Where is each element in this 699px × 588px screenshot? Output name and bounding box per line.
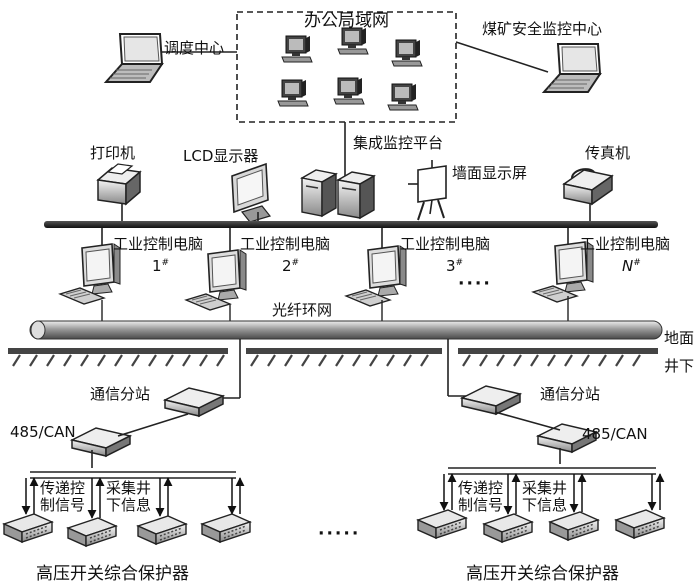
wall-display-label: 墙面显示屏: [452, 164, 528, 182]
ground-hatch-mark: [462, 354, 471, 367]
ipc-number-1: 1#: [152, 257, 170, 275]
ipc-label-2: 工业控制电脑: [240, 235, 331, 253]
ground-hatch-mark: [318, 354, 327, 367]
ground-hatch-mark: [148, 354, 157, 367]
transmit-control-left: 传递控: [40, 479, 86, 497]
easel-display-icon: [417, 160, 447, 221]
safety-center-label: 煤矿安全监控中心: [482, 20, 603, 38]
fiber-ring-label: 光纤环网: [272, 301, 333, 319]
office-lan-box: [236, 11, 457, 123]
lcd-label: LCD显示器: [183, 147, 259, 165]
transmit-control-right: 传递控: [458, 479, 504, 497]
ground-label: 地面: [664, 329, 695, 347]
ground-hatch-mark: [369, 354, 378, 367]
ground-hatch-mark: [284, 354, 293, 367]
ground-hatch-mark: [403, 354, 412, 367]
bus-label-left: 485/CAN: [10, 423, 76, 441]
fax-icon: [562, 168, 614, 224]
ipc-label-n: 工业控制电脑: [580, 235, 671, 253]
ground-hatch-mark: [29, 354, 38, 367]
substation-box-icon: [71, 385, 597, 457]
protector-label-right: 高压开关综合保护器: [466, 564, 619, 584]
ground-hatch-mark: [12, 354, 21, 367]
ipc-label-3: 工业控制电脑: [400, 235, 491, 253]
ground-hatch-mark: [165, 354, 174, 367]
printer-label: 打印机: [90, 144, 136, 162]
printer-icon: [96, 163, 142, 224]
ground-hatch-mark: [632, 354, 641, 367]
ground-hatch-mark: [581, 354, 590, 367]
ground-hatch-mark: [598, 354, 607, 367]
server-tower-icon: [300, 169, 377, 220]
signal-arrows-left: [21, 477, 245, 519]
control-signal-right: 制信号: [458, 496, 504, 514]
ipc-label-1: 工业控制电脑: [113, 235, 204, 253]
desktop-computer-icon: [277, 27, 423, 111]
lcd-monitor-icon: [231, 162, 272, 224]
integrated-platform-label: 集成监控平台: [353, 134, 444, 152]
ground-hatch-mark: [250, 354, 259, 367]
collect-up-left: 采集井: [106, 479, 152, 497]
ellipsis-bottom: ·····: [318, 524, 361, 544]
ipc-number-3: 3#: [446, 257, 464, 275]
ground-hatch-mark: [97, 354, 106, 367]
ground-hatch-mark: [615, 354, 624, 367]
comm-substation-label-left: 通信分站: [90, 385, 151, 403]
signal-arrows-right: [439, 473, 665, 515]
ground-hatch-mark: [386, 354, 395, 367]
ground-hatch-mark: [479, 354, 488, 367]
collect-up-right: 采集井: [522, 479, 568, 497]
ground-hatch-mark: [420, 354, 429, 367]
ground-hatch-mark: [80, 354, 89, 367]
ipc-number-2: 2#: [282, 257, 300, 275]
ground-hatch-mark: [182, 354, 191, 367]
ground-hatch-mark: [352, 354, 361, 367]
fax-label: 传真机: [585, 144, 631, 162]
underground-label: 井下: [664, 357, 695, 375]
ground-hatch-mark: [530, 354, 539, 367]
ground-hatch-mark: [547, 354, 556, 367]
ground-surface: [8, 348, 658, 367]
ground-hatch-mark: [513, 354, 522, 367]
fiber-ring-pipe: [29, 320, 663, 340]
ground-hatch-mark: [564, 354, 573, 367]
ground-hatch-mark: [46, 354, 55, 367]
ground-hatch-mark: [216, 354, 225, 367]
ground-hatch-mark: [301, 354, 310, 367]
office-lan-label: 办公局域网: [304, 11, 389, 31]
bus-label-right: 485/CAN: [582, 425, 648, 443]
ground-hatch-mark: [496, 354, 505, 367]
ellipsis-top: ····: [458, 274, 492, 294]
ground-hatch-mark: [199, 354, 208, 367]
ipc-number-n: N#: [622, 257, 641, 275]
dispatch-center-label: 调度中心: [164, 39, 225, 57]
control-signal-left: 制信号: [40, 496, 86, 514]
down-info-right: 下信息: [522, 496, 568, 514]
ground-hatch-mark: [131, 354, 140, 367]
ground-hatch-mark: [267, 354, 276, 367]
protector-label-left: 高压开关综合保护器: [36, 564, 189, 584]
ethernet-bus: [44, 221, 658, 228]
ground-hatch-mark: [335, 354, 344, 367]
ground-hatch-mark: [114, 354, 123, 367]
ground-hatch-mark: [63, 354, 72, 367]
comm-substation-label-right: 通信分站: [540, 385, 601, 403]
down-info-left: 下信息: [106, 496, 152, 514]
